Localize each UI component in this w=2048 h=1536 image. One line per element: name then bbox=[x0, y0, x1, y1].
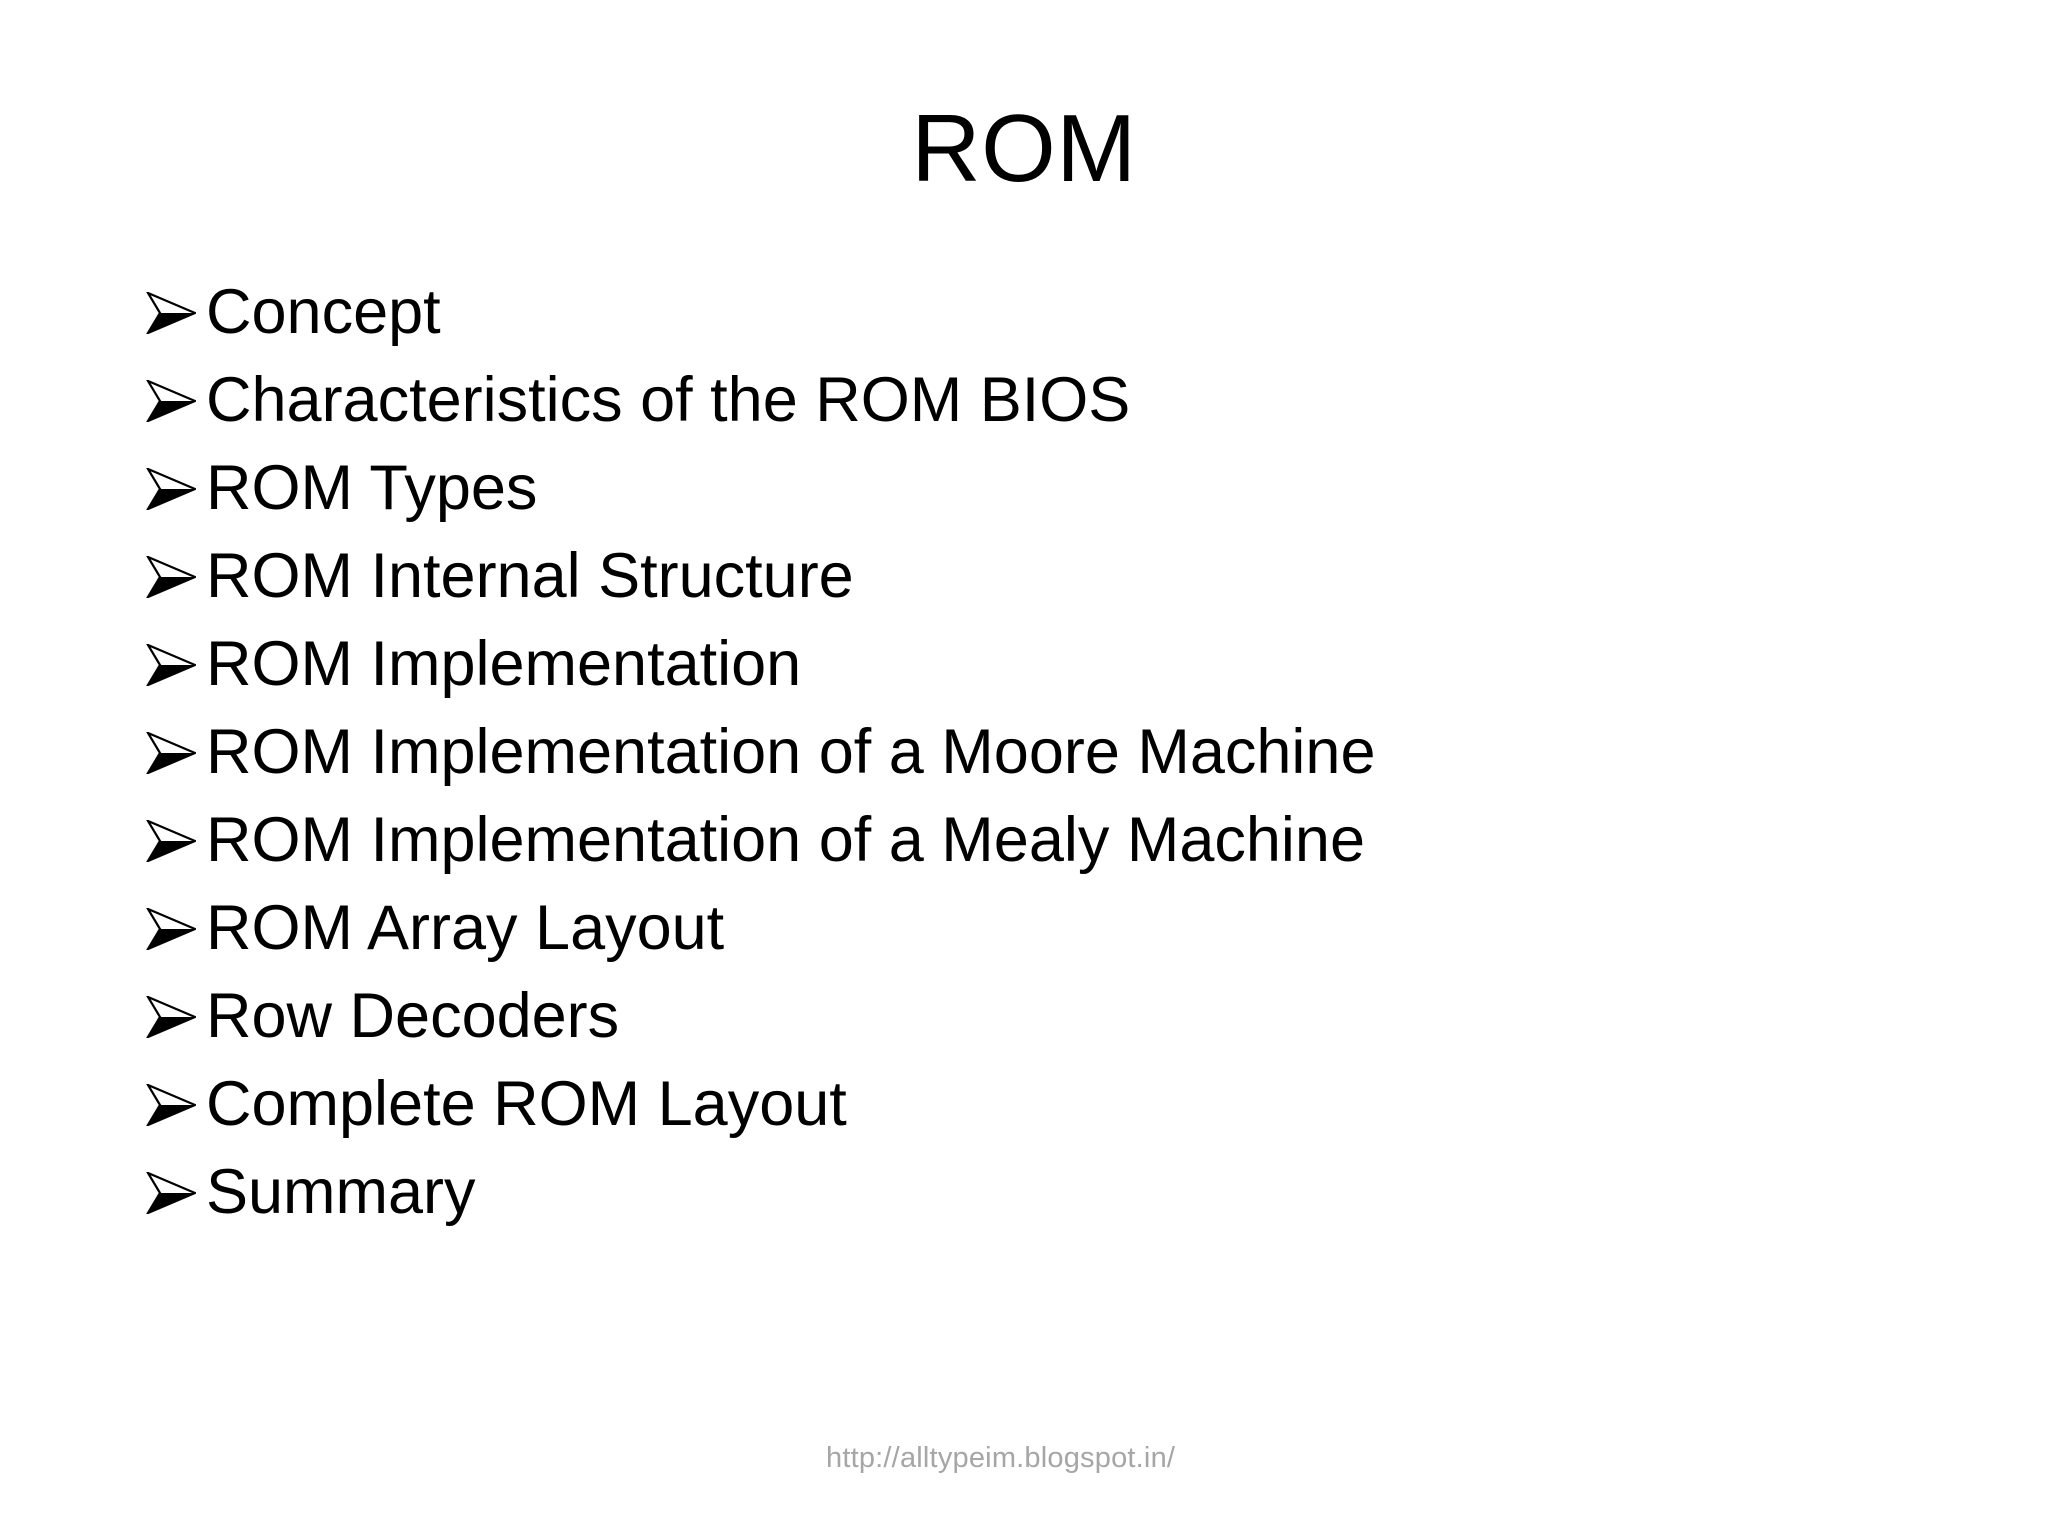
list-item-label: Concept bbox=[206, 277, 441, 347]
list-item[interactable]: Complete ROM Layout bbox=[140, 1060, 1960, 1148]
page-title: ROM bbox=[911, 95, 1137, 202]
arrowhead-bullet-icon bbox=[140, 532, 206, 620]
list-item-label: ROM Implementation of a Moore Machine bbox=[206, 717, 1376, 787]
list-item-label: ROM Types bbox=[206, 453, 538, 523]
list-item-label: Summary bbox=[206, 1157, 476, 1227]
list-item[interactable]: Characteristics of the ROM BIOS bbox=[140, 356, 1960, 444]
arrowhead-bullet-icon bbox=[140, 708, 206, 796]
arrowhead-bullet-icon bbox=[140, 444, 206, 532]
list-item-label: ROM Implementation of a Mealy Machine bbox=[206, 805, 1365, 875]
list-item[interactable]: ROM Types bbox=[140, 444, 1960, 532]
arrowhead-bullet-icon bbox=[140, 796, 206, 884]
arrowhead-bullet-icon bbox=[140, 356, 206, 444]
list-item[interactable]: Row Decoders bbox=[140, 972, 1960, 1060]
list-item[interactable]: ROM Implementation of a Moore Machine bbox=[140, 708, 1960, 796]
arrowhead-bullet-icon bbox=[140, 620, 206, 708]
list-item[interactable]: ROM Implementation of a Mealy Machine bbox=[140, 796, 1960, 884]
arrowhead-bullet-icon bbox=[140, 1060, 206, 1148]
list-item-label: Row Decoders bbox=[206, 981, 620, 1051]
arrowhead-bullet-icon bbox=[140, 1148, 206, 1236]
list-item-label: Characteristics of the ROM BIOS bbox=[206, 365, 1131, 435]
arrowhead-bullet-icon bbox=[140, 884, 206, 972]
list-item-label: Complete ROM Layout bbox=[206, 1069, 847, 1139]
arrowhead-bullet-icon bbox=[140, 268, 206, 356]
list-item-label: ROM Internal Structure bbox=[206, 541, 854, 611]
list-item[interactable]: ROM Array Layout bbox=[140, 884, 1960, 972]
list-item-label: ROM Array Layout bbox=[206, 893, 725, 963]
list-item-label: ROM Implementation bbox=[206, 629, 802, 699]
list-item[interactable]: ROM Implementation bbox=[140, 620, 1960, 708]
list-item[interactable]: Summary bbox=[140, 1148, 1960, 1236]
source-url-watermark: http://alltypeim.blogspot.in/ bbox=[826, 1442, 1176, 1474]
list-item[interactable]: Concept bbox=[140, 268, 1960, 356]
list-item[interactable]: ROM Internal Structure bbox=[140, 532, 1960, 620]
arrowhead-bullet-icon bbox=[140, 972, 206, 1060]
agenda-bullet-list: Concept Characteristics of the ROM BIOS … bbox=[140, 268, 1960, 1236]
